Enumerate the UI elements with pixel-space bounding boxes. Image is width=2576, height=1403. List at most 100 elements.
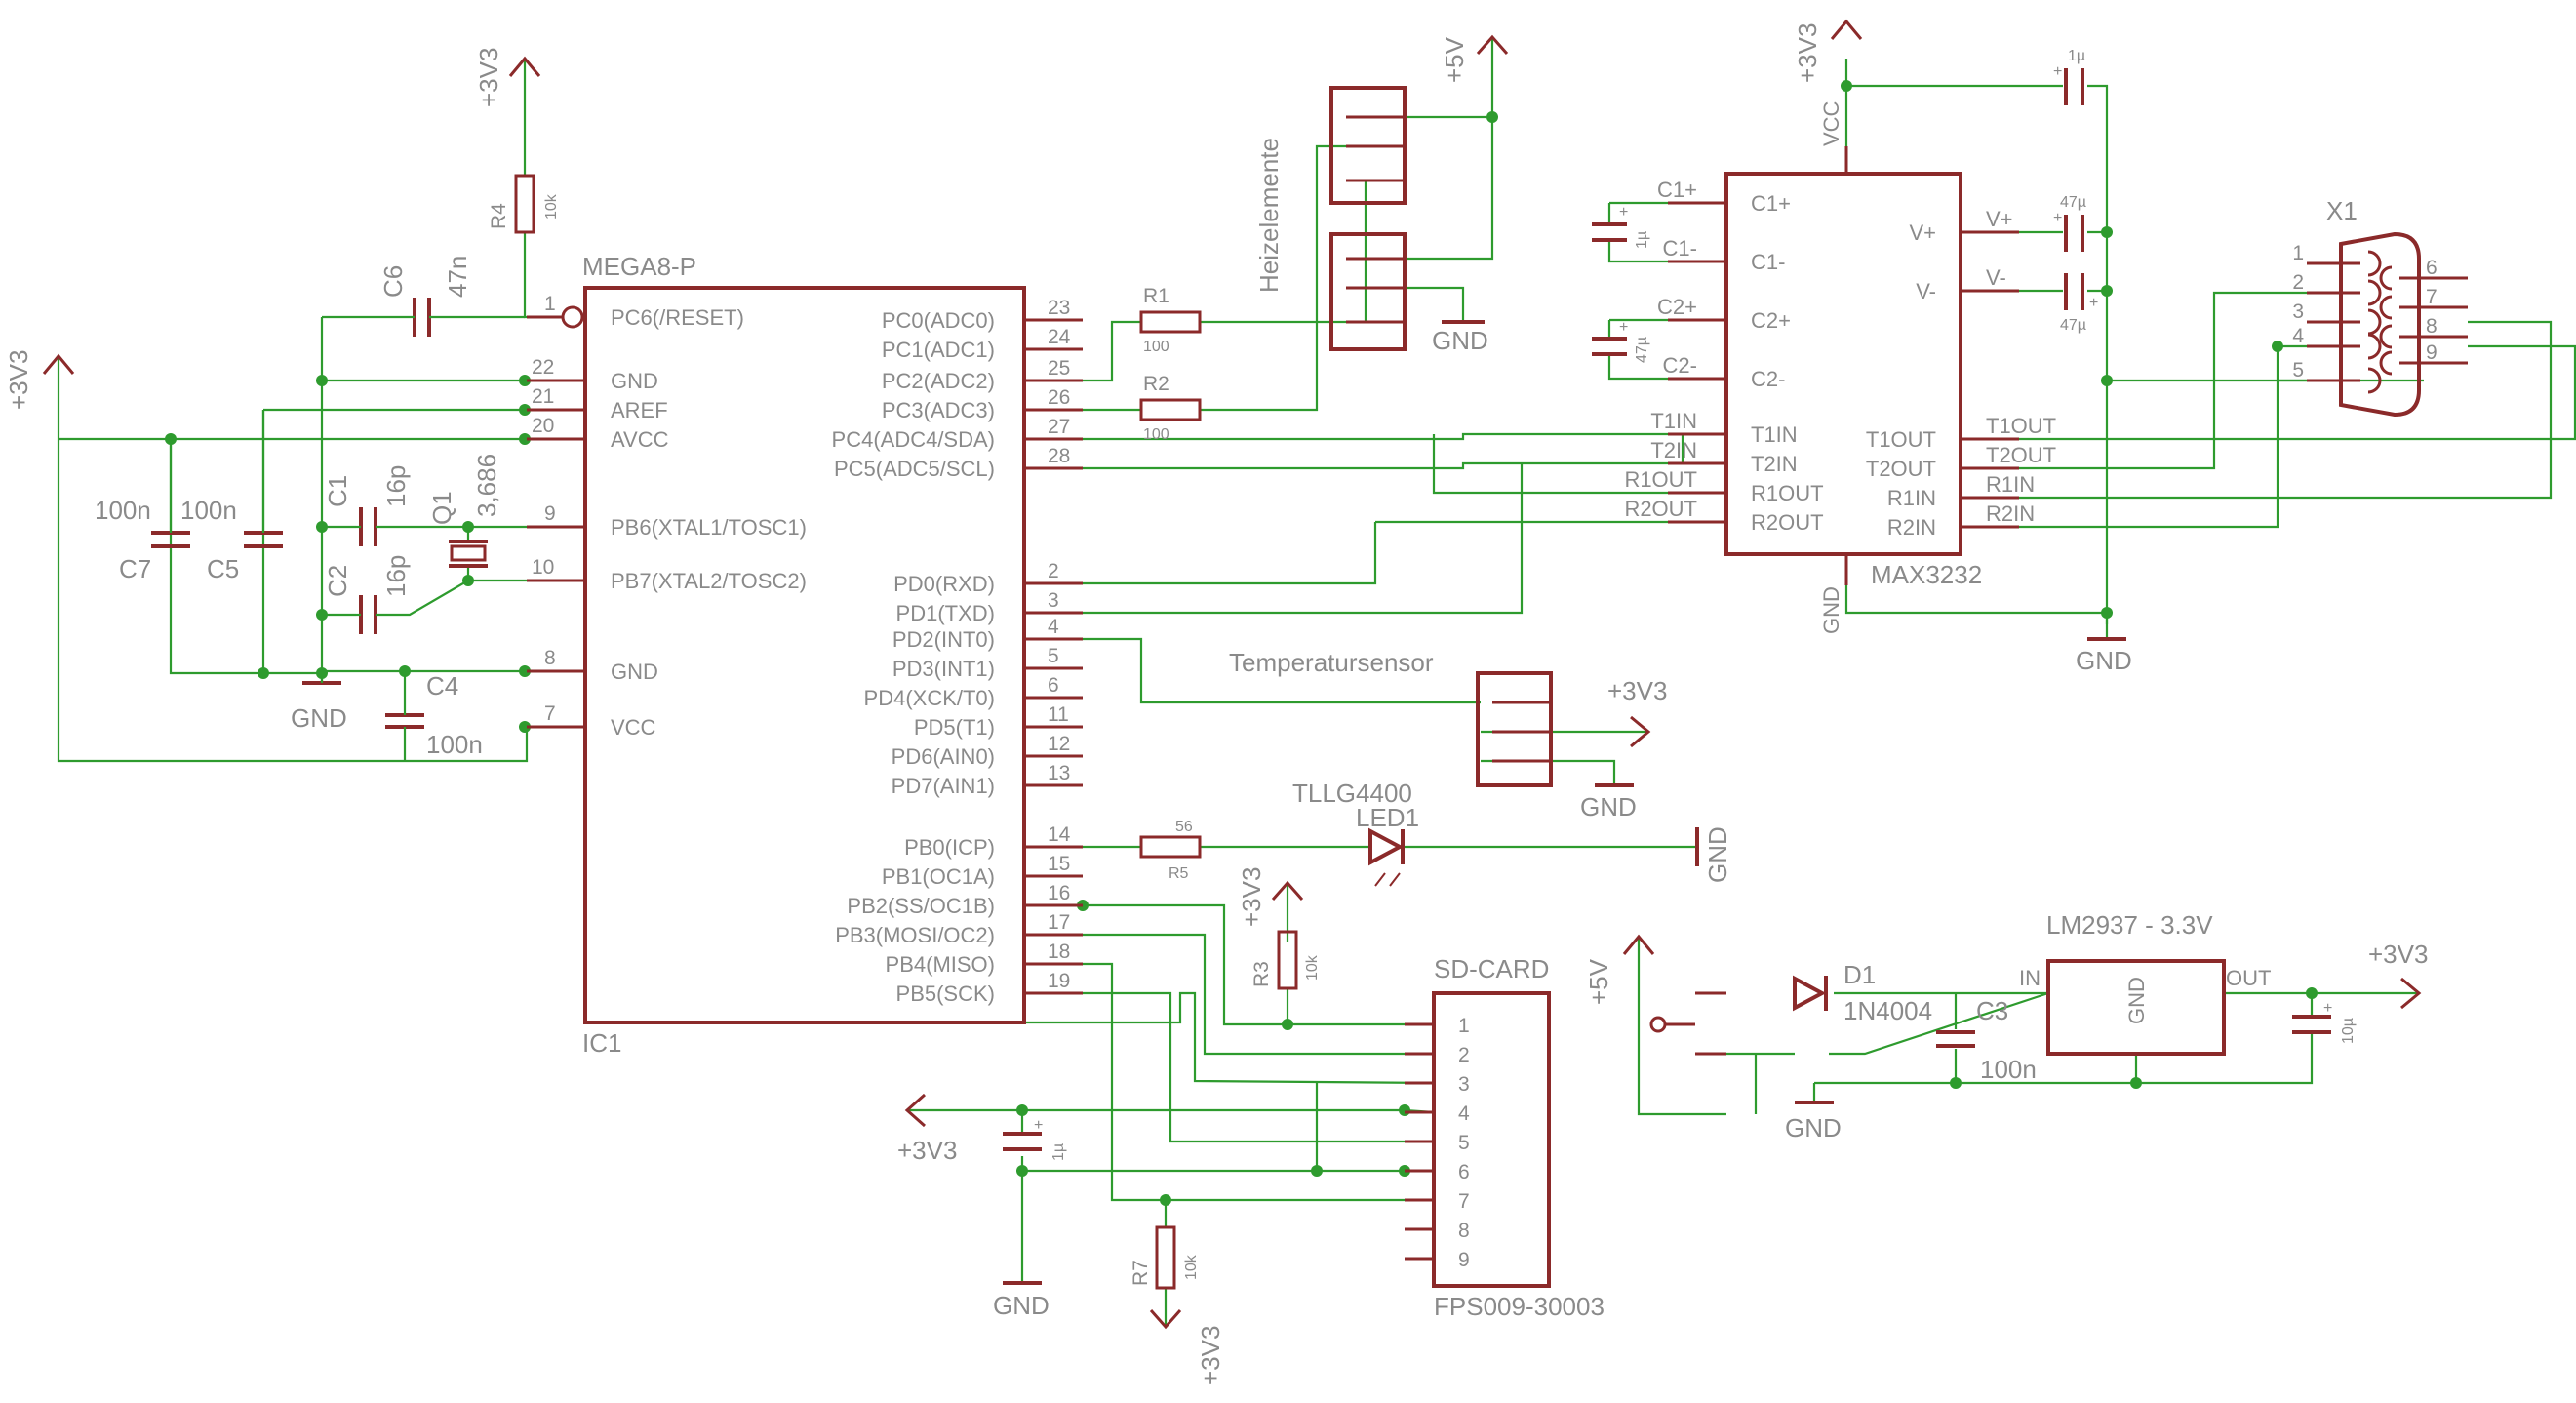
crystal-network: C1 16p C2 16p Q1 3,686 (323, 454, 501, 634)
ic1-pin-name: PD2(INT0) (892, 627, 995, 652)
sdcard-title: SD-CARD (1434, 954, 1549, 983)
led1-ref: LED1 (1356, 803, 1419, 832)
ic1-pin-num: 17 (1048, 911, 1070, 934)
ic1-pin-num: 10 (532, 556, 554, 579)
ic1-pin-name: PC4(ADC4/SDA) (832, 427, 995, 452)
max3232-pin-name: C1+ (1751, 191, 1791, 216)
ic1-pin-num: 1 (544, 293, 556, 315)
ic1-pin-num: 22 (532, 356, 554, 379)
ic1-pin-num: 19 (1048, 970, 1070, 992)
ic1-pin-num: 2 (1048, 560, 1059, 582)
out-cap-value: 10µ (2340, 1018, 2357, 1044)
c2-cap-value: 47µ (1634, 337, 1650, 363)
vminus-cap-value: 47µ (2060, 317, 2086, 334)
max3232-net-label: R1IN (1986, 472, 2035, 497)
x1-pin-num: 7 (2426, 286, 2437, 308)
max3232-gnd-pin: GND (1819, 586, 1843, 634)
vplus-cap-plus: + (2053, 210, 2062, 226)
c1-cap-value: 1µ (1634, 231, 1650, 249)
ic1-pin-name: PC1(ADC1) (882, 338, 995, 362)
regulator-gnd-pin: GND (2124, 977, 2149, 1024)
max3232-value: MAX3232 (1871, 560, 1982, 589)
c2-cap-plus: + (1619, 319, 1628, 336)
max3232-pin-name: V- (1916, 279, 1936, 303)
regulator-out-pin: OUT (2226, 966, 2271, 990)
ic1-right-pins: 23PC0(ADC0)24PC1(ADC1)25PC2(ADC2)26PC3(A… (832, 297, 1083, 1006)
x1-pin-num: 9 (2426, 341, 2437, 364)
c7-value: 100n (95, 496, 151, 525)
c5-value: 100n (180, 496, 237, 525)
ic1-pin-num: 25 (1048, 357, 1070, 380)
max3232-net-label: V+ (1986, 207, 2013, 231)
ic1-pin-num: 3 (1048, 589, 1059, 612)
d1-ref: D1 (1843, 960, 1876, 989)
ic1-pin-name: PC2(ADC2) (882, 369, 995, 393)
ic1-pin-name: AVCC (611, 427, 669, 452)
x1-pin-num: 4 (2292, 325, 2304, 347)
ic1-pin-num: 15 (1048, 853, 1070, 875)
c7-ref: C7 (119, 554, 151, 583)
out-cap-plus: + (2323, 1000, 2332, 1017)
ic1-pin-name: PD0(RXD) (893, 572, 995, 596)
ic1-pin-name: PB1(OC1A) (882, 864, 995, 889)
ic1-pin-name: PB0(ICP) (904, 835, 995, 860)
max3232-pin-name: C1- (1751, 250, 1785, 274)
ic1-pin-num: 20 (532, 415, 554, 437)
c3-ref: C3 (1976, 996, 2008, 1025)
max3232-supply-label: +3V3 (1793, 23, 1822, 83)
x1-pin-num: 6 (2426, 257, 2437, 279)
ic1-pin-name: GND (611, 660, 658, 684)
sdcard-supply-label: +3V3 (897, 1136, 957, 1165)
max3232-net-label: T2IN (1650, 438, 1697, 462)
vplus-cap-value: 47µ (2060, 194, 2086, 211)
sdcard-pin-num: 1 (1458, 1015, 1470, 1037)
ic1-pin-name: PD3(INT1) (892, 657, 995, 681)
temperature-gnd-label: GND (1580, 792, 1637, 822)
heater-supply-label: +5V (1440, 36, 1469, 83)
max3232-gnd-label: GND (2076, 646, 2132, 675)
r1-ref: R1 (1143, 285, 1169, 307)
ic1-pin-name: PB2(SS/OC1B) (847, 894, 995, 918)
ic1-pin-num: 8 (544, 647, 556, 669)
sdcard-pin-num: 7 (1458, 1190, 1470, 1213)
sdcard-pin-num: 4 (1458, 1102, 1470, 1125)
vcc-cap-plus: + (2053, 63, 2062, 80)
ic1-pin-num: 5 (1048, 645, 1059, 667)
sdcard-gnd-label: GND (993, 1291, 1050, 1320)
ic1-pin-name: PC0(ADC0) (882, 308, 995, 333)
ic1-pin-num: 28 (1048, 445, 1070, 467)
c1-value: 16p (381, 465, 411, 507)
max3232-chip: MAX3232 C1+C1+C1-C1-C2+C2+C2-C2-T1INT1IN… (1592, 19, 2132, 675)
max3232-pin-name: T1OUT (1866, 427, 1936, 452)
ic1-pin-name: PC6(/RESET) (611, 305, 744, 330)
ic1-pin-num: 21 (532, 385, 554, 408)
max3232-pin-name: C2+ (1751, 308, 1791, 333)
ic1-pin-num: 24 (1048, 326, 1071, 348)
ic1-pin-num: 4 (1048, 616, 1059, 638)
max3232-pin-name: V+ (1909, 220, 1936, 245)
x1-pin-num: 2 (2292, 271, 2304, 294)
wires (57, 39, 2576, 1327)
psu-output-label: +3V3 (2368, 940, 2428, 969)
q1-value: 3,686 (472, 454, 501, 517)
vminus-cap-plus: + (2089, 295, 2098, 311)
c6-ref: C6 (378, 265, 408, 298)
max3232-pin-name: R2IN (1887, 515, 1936, 540)
max3232-net-label: V- (1986, 265, 2006, 290)
ic1-pin-name: PD6(AIN0) (892, 744, 995, 769)
r1-value: 100 (1143, 339, 1169, 355)
x1-pin-num: 5 (2292, 359, 2304, 381)
max3232-net-label: C1- (1663, 236, 1697, 261)
r4-ref: R4 (488, 203, 510, 229)
ic1-pin-name: PB7(XTAL2/TOSC2) (611, 569, 807, 593)
led-gnd-label: GND (1703, 826, 1732, 883)
temperature-supply-label: +3V3 (1607, 676, 1667, 705)
heater-section: R1 100 R2 100 Heizelemente +5V GND (1139, 34, 1509, 443)
max3232-net-label: T2OUT (1986, 443, 2056, 467)
ic1-pin-num: 26 (1048, 386, 1070, 409)
x1-pin-num: 8 (2426, 315, 2437, 338)
max3232-pin-name: R1OUT (1751, 481, 1824, 505)
max3232-net-label: T1OUT (1986, 414, 2056, 438)
